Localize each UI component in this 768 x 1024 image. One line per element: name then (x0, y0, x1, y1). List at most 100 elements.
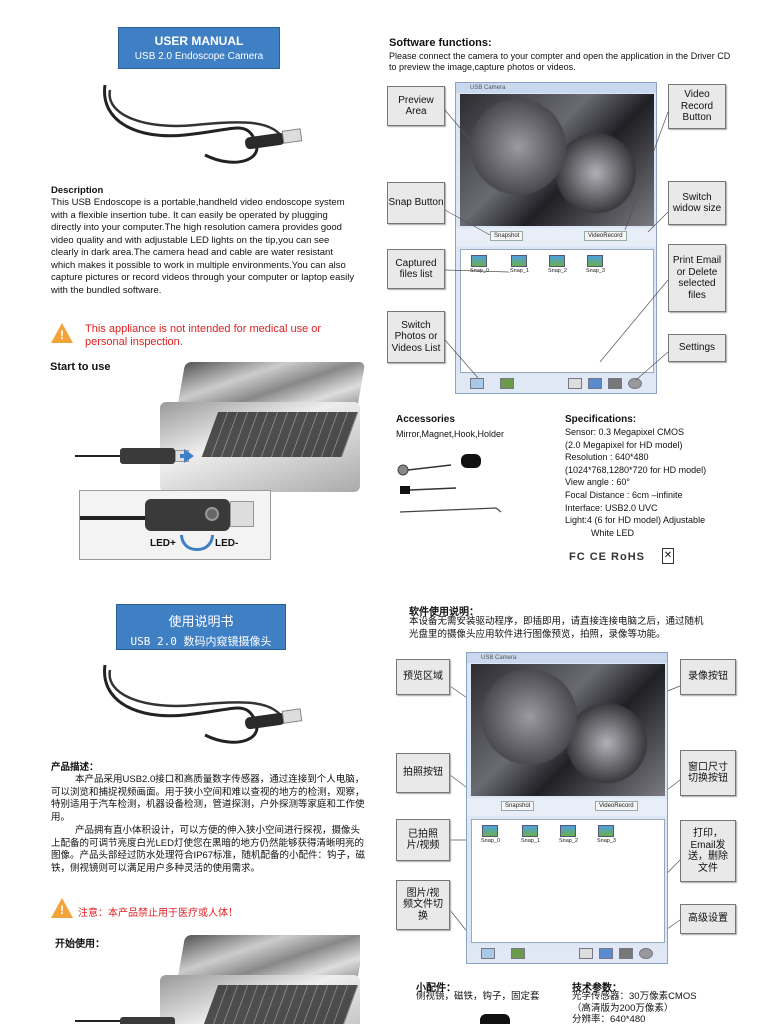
software-body: Please connect the camera to your compte… (389, 51, 731, 72)
app-title-bar: USB Camera (456, 83, 656, 93)
accessories-image-cn (480, 1014, 510, 1024)
callout-switch-size: Switch widow size (668, 181, 726, 225)
software-heading-cn: 软件使用说明： (409, 607, 479, 618)
preview-area (460, 94, 654, 226)
spec-line: Sensor: 0.3 Megapixel CMOS (565, 427, 685, 437)
arrow-shaft (180, 454, 188, 458)
callout-settings: Settings (668, 334, 726, 362)
photos-list-icon[interactable] (481, 948, 495, 959)
callout-captured-files: Captured files list (387, 249, 445, 289)
email-icon[interactable] (588, 378, 602, 389)
specs-list-cn: 光学传感器：30万像素CMOS （高清版为200万像素） 分辨率：640*480 (572, 991, 762, 1024)
weee-bin-icon: ✕ (662, 548, 674, 564)
file-label: Snap_3 (586, 268, 605, 274)
software-body-cn: 本设备无需安装驱动程序，即插即用，请直接连接电脑之后，通过随机光盘里的摄像头应用… (409, 616, 704, 640)
manual-subtitle: USB 2.0 Endoscope Camera (134, 51, 264, 62)
spec-line: Focal Distance : 6cm –infinite (565, 489, 683, 500)
file-label: Snap_1 (521, 838, 540, 844)
start-heading-cn: 开始使用： (55, 939, 105, 950)
print-icon[interactable] (568, 378, 582, 389)
file-thumbnail[interactable] (522, 825, 538, 837)
file-label: Snap_0 (470, 268, 489, 274)
file-thumbnail[interactable] (549, 255, 565, 267)
app-title: USB Camera (470, 85, 506, 91)
app-title-bar-cn: USB Camera (467, 653, 667, 663)
accessories-body-cn: 侧视镜，磁铁，钩子，固定套 (416, 991, 540, 1002)
callout-switch-list-cn: 图片/视频文件切换 (396, 880, 450, 930)
arrow-right-icon (184, 449, 194, 463)
accessories-image (396, 448, 506, 520)
bottom-toolbar-cn (467, 945, 667, 963)
accessories-body: Mirror,Magnet,Hook,Holder (396, 429, 505, 439)
file-thumbnail[interactable] (471, 255, 487, 267)
spec-line: Interface: USB2.0 UVC (565, 502, 658, 513)
description-heading: Description (51, 185, 104, 196)
manual-subtitle-cn: USB 2.0 数码内窥镜摄像头 (130, 635, 272, 648)
video-record-button-cn[interactable]: VideoRecord (595, 801, 638, 811)
description-heading-cn: 产品描述： (51, 762, 99, 773)
file-label: Snap_0 (481, 838, 500, 844)
snapshot-button-cn[interactable]: Snapshot (501, 801, 535, 811)
photos-list-icon[interactable] (470, 378, 484, 389)
app-window-cn: USB Camera Snapshot VideoRecord Snap_0 S… (466, 652, 668, 964)
spec-line: (1024*768,1280*720 for HD model) (565, 464, 707, 475)
spec-line-cn: （高清版为200万像素） (572, 1002, 674, 1014)
capture-toolbar: Snapshot VideoRecord (456, 228, 656, 246)
certification-marks: FC CE RoHS (569, 551, 645, 563)
callout-switch-list: Switch Photos or Videos List (387, 311, 445, 363)
bottom-toolbar (456, 375, 656, 393)
print-icon[interactable] (579, 948, 593, 959)
file-thumbnail[interactable] (482, 825, 498, 837)
file-thumbnail[interactable] (587, 255, 603, 267)
endoscope-product-image-cn (95, 660, 325, 755)
delete-icon[interactable] (619, 948, 633, 959)
email-icon[interactable] (599, 948, 613, 959)
warning-icon: ! (51, 323, 73, 343)
specs-list: Sensor: 0.3 Megapixel CMOS (2.0 Megapixe… (565, 426, 765, 539)
settings-icon[interactable] (628, 378, 642, 389)
delete-icon[interactable] (608, 378, 622, 389)
description-body-cn-2: 产品拥有直小体积设计，可以方便的伸入狭小空间进行探视，摄像头上配备的可调节亮度白… (51, 825, 366, 874)
callout-video-record-cn: 录像按钮 (680, 659, 736, 695)
warning-icon-cn: ! (51, 898, 73, 918)
file-label: Snap_2 (559, 838, 578, 844)
laptop-illustration-cn (150, 935, 360, 1024)
manual-title-box: USER MANUAL USB 2.0 Endoscope Camera (118, 27, 280, 69)
specs-heading: Specifications: (565, 414, 637, 425)
usb-dongle-cn (75, 1014, 195, 1024)
laptop-illustration (150, 362, 366, 502)
settings-icon[interactable] (639, 948, 653, 959)
file-label: Snap_2 (548, 268, 567, 274)
spec-line: White LED (591, 527, 635, 538)
video-record-button[interactable]: VideoRecord (584, 231, 627, 241)
spec-line-cn: 分辨率：640*480 (572, 1014, 646, 1024)
capture-toolbar-cn: Snapshot VideoRecord (467, 798, 667, 816)
start-heading: Start to use (50, 361, 111, 373)
app-title-cn: USB Camera (481, 655, 517, 661)
spec-line-cn: 光学传感器：30万像素CMOS (572, 991, 697, 1002)
captured-files-list-cn[interactable]: Snap_0 Snap_1 Snap_2 Snap_3 (471, 819, 665, 943)
accessories-heading-cn: 小配件： (416, 983, 456, 994)
callout-settings-cn: 高级设置 (680, 904, 736, 934)
snapshot-button[interactable]: Snapshot (490, 231, 524, 241)
manual-title-cn: 使用说明书 (168, 614, 234, 629)
spec-line: Light:4 (6 for HD model) Adjustable (565, 515, 706, 526)
preview-area-cn (471, 664, 665, 796)
description-body-cn-1: 本产品采用USB2.0接口和高质量数字传感器，通过连接到个人电脑，可以浏览和捕捉… (51, 774, 365, 823)
warning-text-cn: 注意：本产品禁止用于医疗或人体！ (78, 908, 238, 919)
accessories-heading: Accessories (396, 414, 455, 425)
callout-snap-button: Snap Button (387, 182, 445, 224)
software-heading: Software functions: (389, 37, 492, 49)
led-zoom-detail: LED+ LED- (79, 490, 271, 560)
description-body: This USB Endoscope is a portable,handhel… (51, 197, 355, 296)
file-thumbnail[interactable] (560, 825, 576, 837)
usb-dongle (75, 445, 195, 467)
led-minus-label: LED- (215, 538, 239, 549)
file-thumbnail[interactable] (598, 825, 614, 837)
captured-files-list[interactable]: Snap_0 Snap_1 Snap_2 Snap_3 (460, 249, 654, 373)
videos-list-icon[interactable] (500, 378, 514, 389)
endoscope-product-image (95, 80, 325, 175)
videos-list-icon[interactable] (511, 948, 525, 959)
callout-preview-area: Preview Area (387, 86, 445, 126)
file-thumbnail[interactable] (511, 255, 527, 267)
